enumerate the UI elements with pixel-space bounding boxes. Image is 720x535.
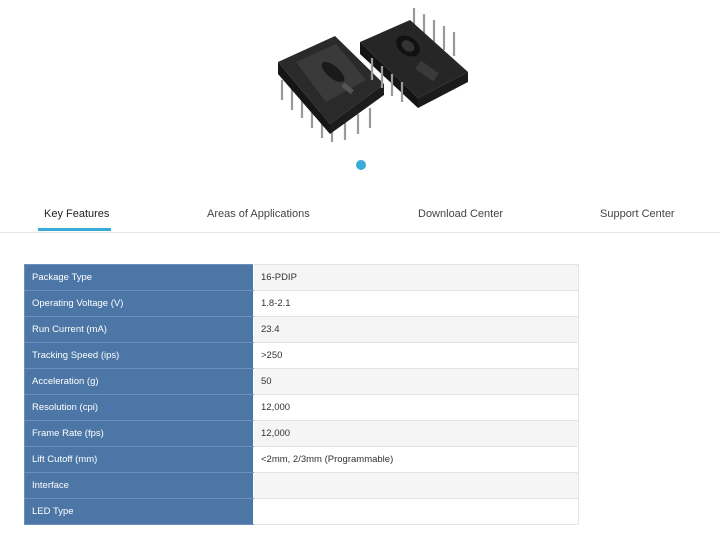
tab-areas-of-applications[interactable]: Areas of Applications — [207, 208, 310, 220]
spec-value: >250 — [253, 342, 579, 369]
product-image-carousel — [0, 0, 720, 180]
spec-value: <2mm, 2/3mm (Programmable) — [253, 446, 579, 473]
spec-label: Acceleration (g) — [24, 368, 254, 395]
spec-label: Run Current (mA) — [24, 316, 254, 343]
spec-label: LED Type — [24, 498, 254, 525]
spec-label: Package Type — [24, 264, 254, 291]
spec-value — [253, 498, 579, 525]
spec-value: 23.4 — [253, 316, 579, 343]
table-row: Operating Voltage (V) 1.8-2.1 — [24, 290, 579, 317]
spec-label: Operating Voltage (V) — [24, 290, 254, 317]
spec-value: 12,000 — [253, 394, 579, 421]
chip-front — [278, 36, 384, 142]
tab-support-center[interactable]: Support Center — [600, 208, 675, 220]
spec-value: 16-PDIP — [253, 264, 579, 291]
chip-back — [360, 8, 468, 108]
table-row: LED Type — [24, 498, 579, 525]
spec-value: 12,000 — [253, 420, 579, 447]
tab-download-center[interactable]: Download Center — [418, 208, 503, 220]
table-row: Resolution (cpi) 12,000 — [24, 394, 579, 421]
spec-value: 1.8-2.1 — [253, 290, 579, 317]
spec-label: Interface — [24, 472, 254, 499]
table-row: Interface — [24, 472, 579, 499]
sensor-chip-image — [278, 8, 468, 142]
table-row: Frame Rate (fps) 12,000 — [24, 420, 579, 447]
spec-label: Lift Cutoff (mm) — [24, 446, 254, 473]
table-row: Acceleration (g) 50 — [24, 368, 579, 395]
spec-table: Package Type 16-PDIP Operating Voltage (… — [24, 264, 579, 525]
spec-value: 50 — [253, 368, 579, 395]
table-row: Tracking Speed (ips) >250 — [24, 342, 579, 369]
spec-label: Tracking Speed (ips) — [24, 342, 254, 369]
product-tabs: Key Features Areas of Applications Downl… — [0, 198, 720, 233]
table-row: Lift Cutoff (mm) <2mm, 2/3mm (Programmab… — [24, 446, 579, 473]
spec-label: Resolution (cpi) — [24, 394, 254, 421]
spec-value — [253, 472, 579, 499]
spec-label: Frame Rate (fps) — [24, 420, 254, 447]
table-row: Run Current (mA) 23.4 — [24, 316, 579, 343]
active-tab-indicator — [38, 228, 111, 231]
tab-key-features[interactable]: Key Features — [44, 208, 110, 220]
table-row: Package Type 16-PDIP — [24, 264, 579, 291]
carousel-dot-active[interactable] — [356, 160, 366, 170]
